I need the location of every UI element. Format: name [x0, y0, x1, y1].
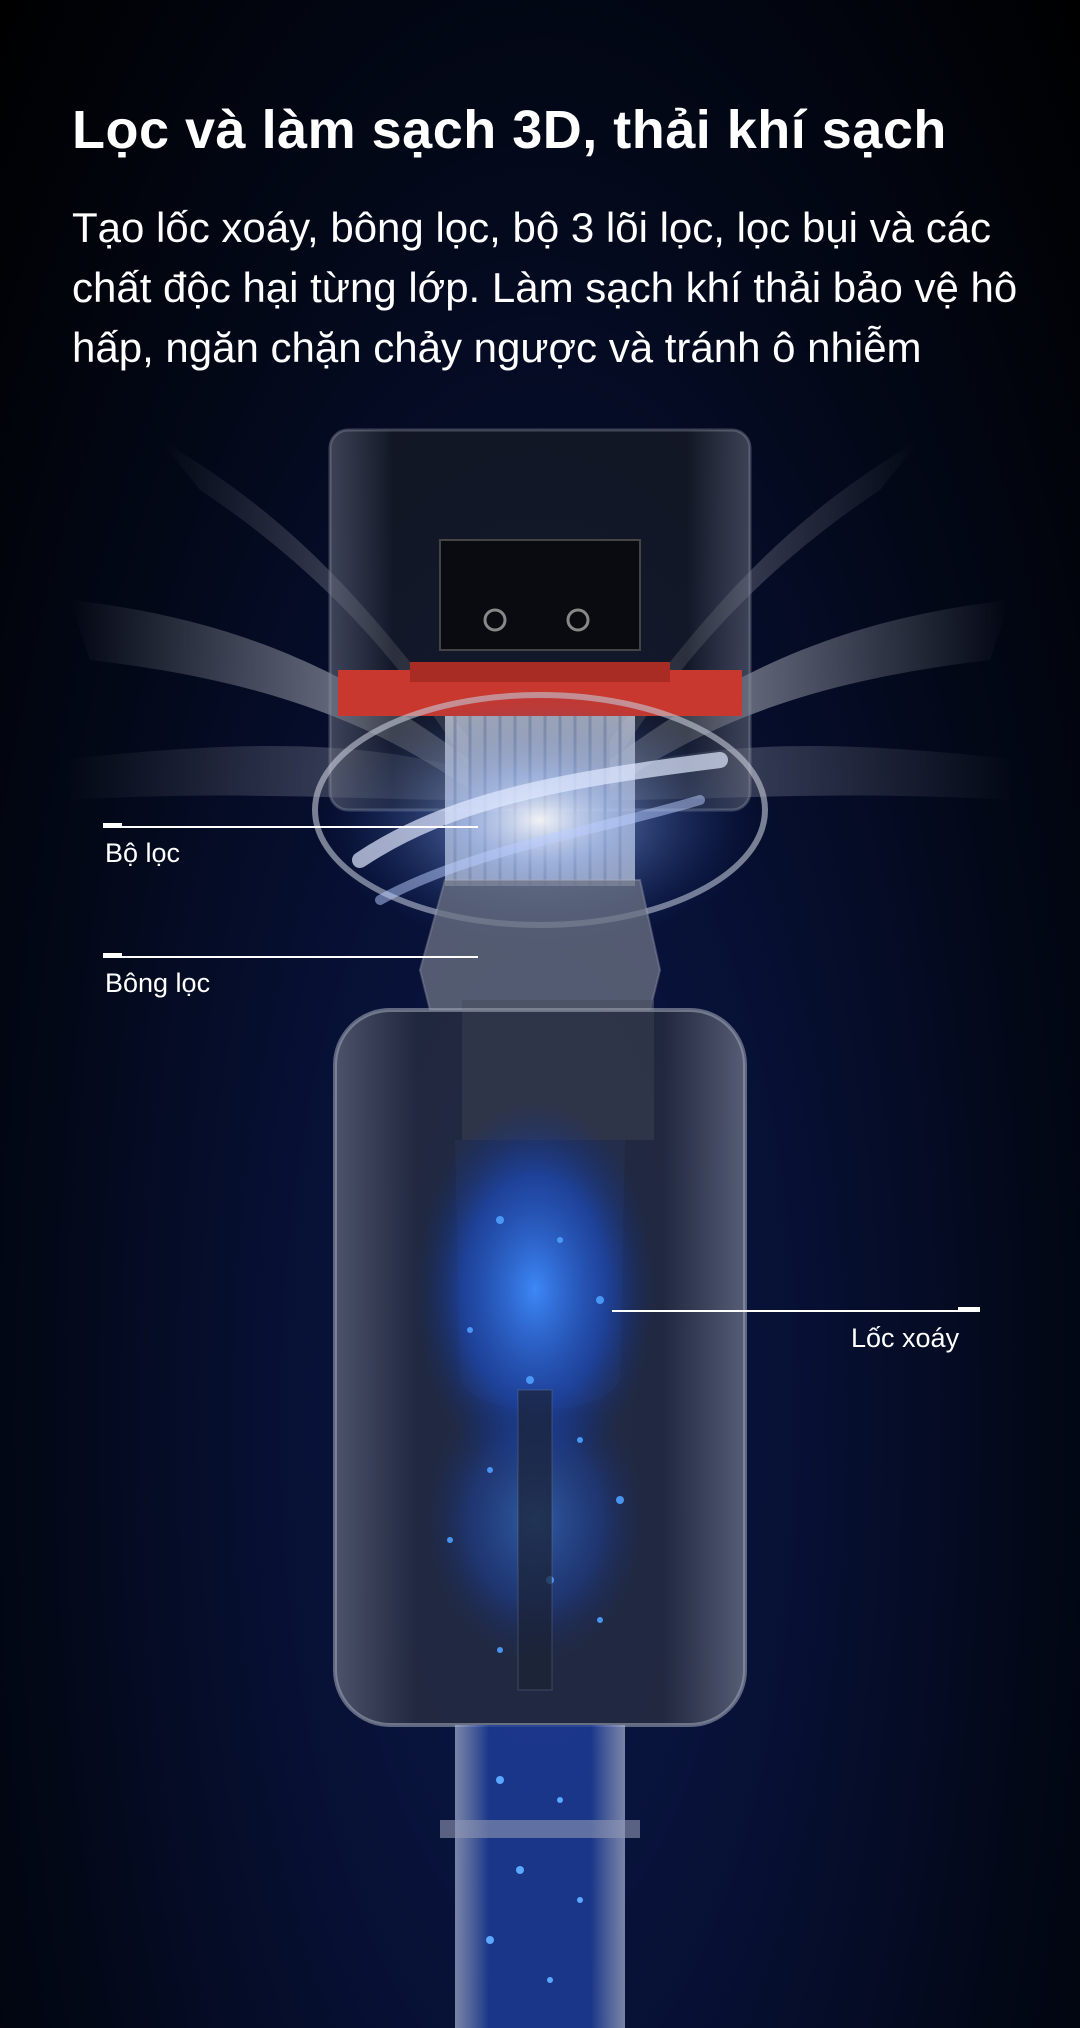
cotton-filter-callout-label: Bông lọc — [105, 968, 211, 998]
filter-callout-label: Bộ lọc — [105, 838, 181, 868]
cyclone-callout-label: Lốc xoáy — [851, 1323, 960, 1353]
callout-lines — [103, 823, 980, 1312]
page-description: Tạo lốc xoáy, bông lọc, bộ 3 lõi lọc, lọ… — [72, 204, 1018, 371]
page-title: Lọc và làm sạch 3D, thải khí sạch — [72, 100, 947, 160]
